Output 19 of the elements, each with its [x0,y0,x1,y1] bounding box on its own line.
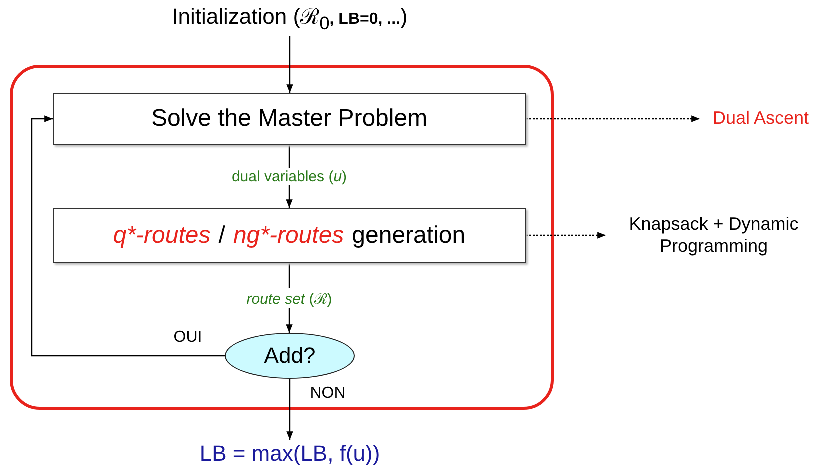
highlighted-term: ng*-routes [233,222,344,250]
edge-label: dual variables (u) [230,168,350,185]
arrow [286,36,294,93]
arrow [31,116,225,357]
text-label: LB = max(LB, f(u)) [180,440,400,468]
process-box [53,208,526,263]
text-label: / [218,222,226,250]
edge-label: route set (ℛ) [244,288,334,308]
arrow [286,379,294,440]
text-label: Knapsack + Dynamic Programming [606,210,822,262]
arrow [526,232,606,239]
text-label: generation [352,222,466,250]
highlighted-term: q*-routes [113,222,211,250]
text-label: Dual Ascent [700,104,822,134]
box-label: Solve the Master Problem [151,105,428,133]
arrow [526,116,700,122]
loop-frame [10,65,554,410]
box-label: Add? [264,343,316,369]
process-box [53,93,526,145]
